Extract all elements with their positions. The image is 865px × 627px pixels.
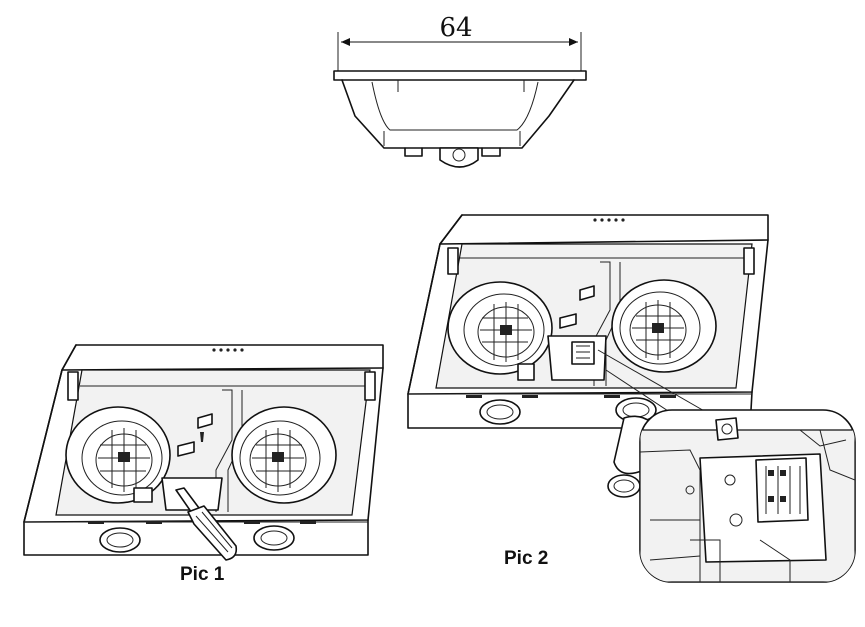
side-view: 64: [333, 13, 587, 168]
pic2-hood: [407, 214, 769, 498]
zoom-detail: [639, 409, 856, 583]
pic2-caption: Pic 2: [504, 548, 549, 569]
pic1-caption: Pic 1: [180, 564, 225, 585]
dimension-label: 64: [439, 13, 472, 43]
pic1-hood: [23, 344, 384, 561]
